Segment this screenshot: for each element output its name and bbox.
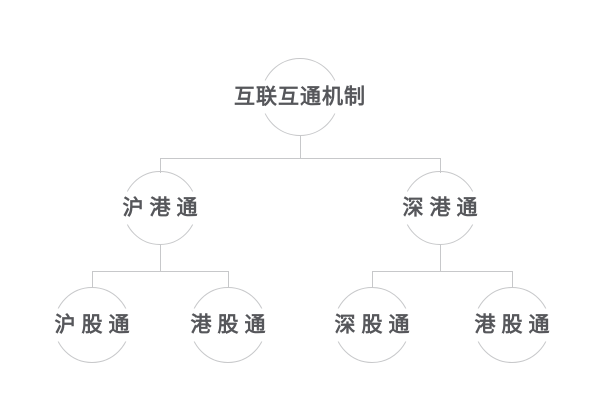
connector-shen-gang-tong-trunk <box>440 245 441 271</box>
node-shen-gu-tong: 深股通 <box>325 287 419 363</box>
connector-left-subtree-bar <box>92 271 229 272</box>
node-hu-gu-tong-label: 沪股通 <box>45 308 139 342</box>
connector-right-subtree-bar <box>372 271 513 272</box>
node-root-label: 互联互通机制 <box>231 80 369 114</box>
connector-drop-hu-gang-tong <box>160 158 161 173</box>
connector-drop-hu-gu-tong <box>92 271 93 288</box>
connector-drop-gang-gu-tong-right <box>512 271 513 288</box>
node-shen-gu-tong-label: 深股通 <box>325 308 419 342</box>
connector-drop-shen-gu-tong <box>372 271 373 288</box>
node-shen-gang-tong-label: 深港通 <box>393 191 487 225</box>
node-gang-gu-tong-left: 港股通 <box>181 287 275 363</box>
node-gang-gu-tong-right-label: 港股通 <box>465 308 559 342</box>
node-gang-gu-tong-left-label: 港股通 <box>181 308 275 342</box>
node-hu-gu-tong: 沪股通 <box>45 287 139 363</box>
connector-level1-bar <box>160 158 441 159</box>
connector-drop-shen-gang-tong <box>440 158 441 173</box>
node-root: 互联互通机制 <box>231 58 369 136</box>
node-shen-gang-tong: 深港通 <box>393 171 487 245</box>
node-gang-gu-tong-right: 港股通 <box>465 287 559 363</box>
node-hu-gang-tong-label: 沪港通 <box>113 191 207 225</box>
connector-drop-gang-gu-tong-left <box>228 271 229 288</box>
node-hu-gang-tong: 沪港通 <box>113 171 207 245</box>
connector-hu-gang-tong-trunk <box>160 245 161 271</box>
connector-root-trunk <box>300 136 301 158</box>
